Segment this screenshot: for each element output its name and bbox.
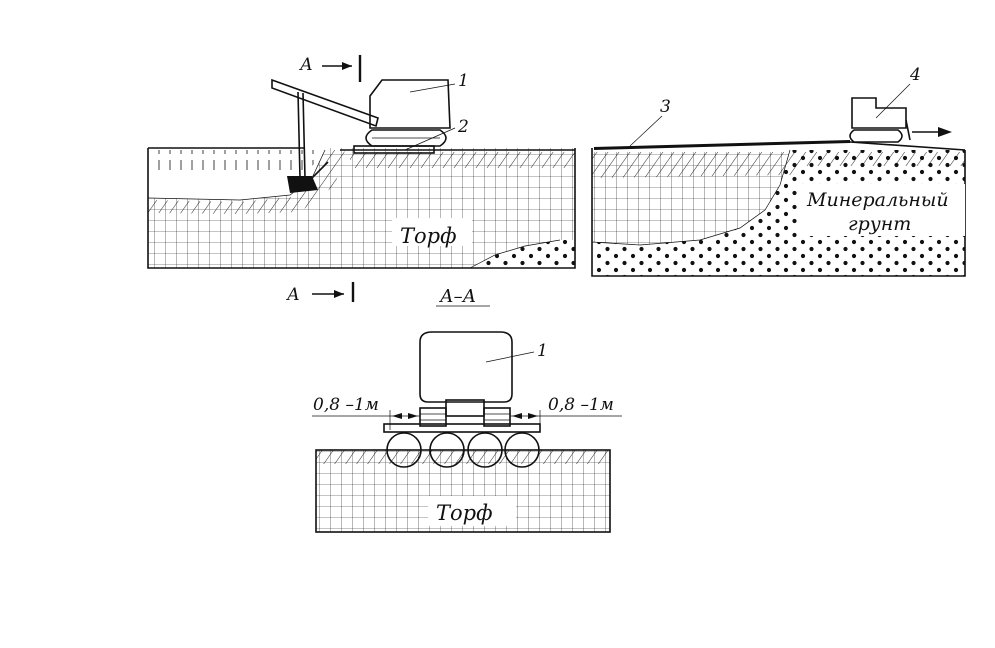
mineral-label-line2: грунт [848, 213, 911, 235]
callout-1-top-label: 1 [458, 71, 469, 91]
callout-3: 3 [629, 97, 671, 147]
section-title: А–А [438, 286, 476, 307]
dimension-right: 0,8 –1м [548, 395, 614, 415]
callout-1-top: 1 [409, 71, 469, 93]
callout-2-label: 2 [457, 117, 469, 137]
section-a-a: А–А Торф 1 0,8 –1м 0,8 –1 [312, 286, 622, 533]
callout-1-section-label: 1 [537, 341, 548, 361]
callout-2: 2 [404, 117, 469, 151]
section-mark-a-top: А [299, 55, 362, 82]
peat-label-bottom: Торф [436, 501, 493, 525]
mineral-label-line1: Минеральный [806, 189, 949, 211]
peat-label-left: Торф [400, 224, 457, 248]
section-mark-a-bottom: А [286, 282, 355, 305]
left-profile: Торф [147, 147, 576, 269]
dimension-left: 0,8 –1м [313, 395, 379, 415]
section-a-label-top: А [299, 55, 313, 75]
bulldozer [849, 97, 952, 143]
excavator [271, 78, 451, 193]
right-profile: Минеральный грунт [591, 140, 966, 277]
callout-4-label: 4 [909, 65, 921, 85]
callout-3-label: 3 [660, 97, 671, 117]
callout-4: 4 [875, 65, 921, 119]
section-a-label-bottom: А [286, 285, 300, 305]
